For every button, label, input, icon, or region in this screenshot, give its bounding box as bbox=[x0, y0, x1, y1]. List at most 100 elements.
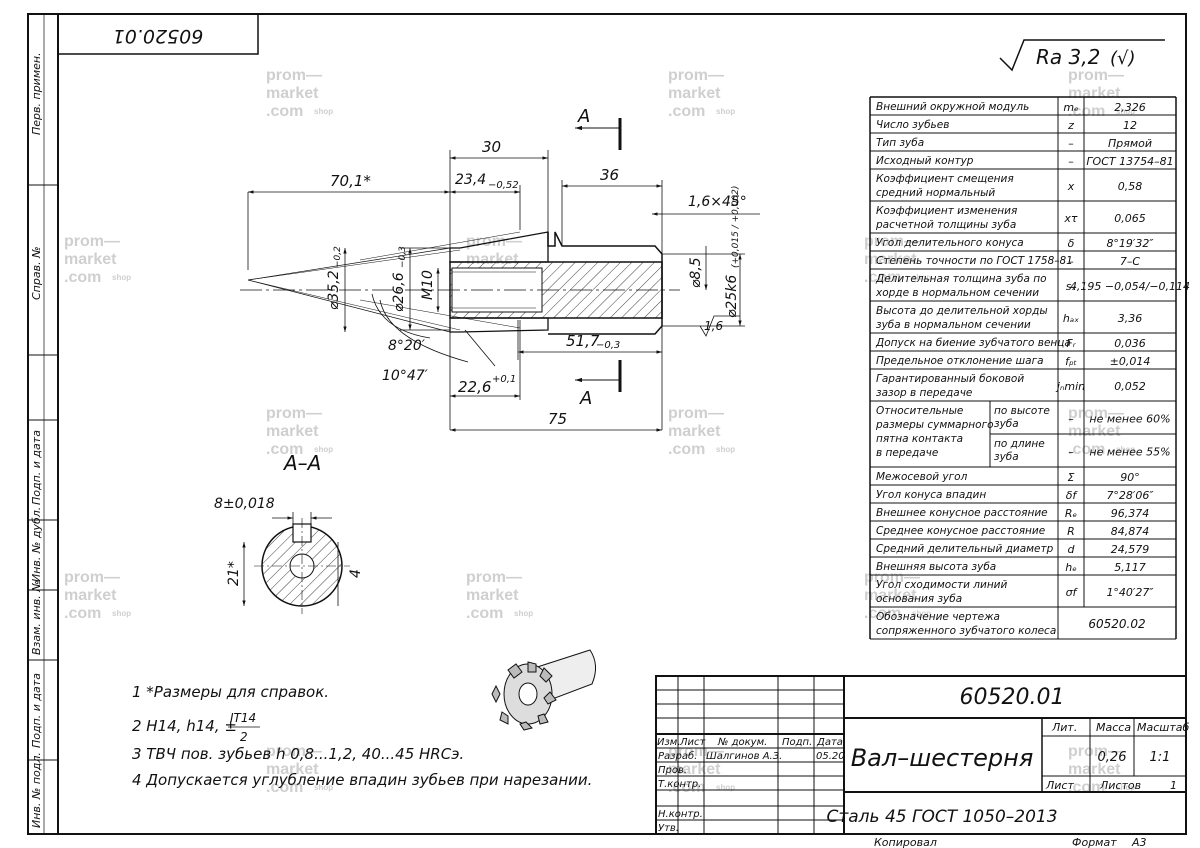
param-value: 1°40′27″ bbox=[1106, 586, 1154, 599]
param-name: Среднее конусное расстояние bbox=[876, 525, 1045, 537]
watermark-text: .com bbox=[864, 605, 901, 622]
dim-dia35-tol: −0,2 bbox=[333, 246, 343, 268]
param-name: Коэффициент изменения bbox=[876, 205, 1017, 217]
scale-label: Масштаб bbox=[1137, 721, 1189, 734]
param-value: Прямой bbox=[1108, 137, 1152, 150]
param-symbol: R bbox=[1067, 525, 1075, 538]
title-block: 60520.01 Вал–шестерня Сталь 45 ГОСТ 1050… bbox=[655, 675, 1189, 835]
param-symbol: xτ bbox=[1063, 212, 1078, 225]
param-name: размеры суммарного bbox=[875, 419, 994, 431]
param-symbol: – bbox=[1068, 255, 1074, 268]
section-letter-top: A bbox=[577, 106, 590, 127]
param-symbol: Fᵣ bbox=[1066, 337, 1076, 350]
param-name: Предельное отклонение шага bbox=[876, 355, 1044, 367]
side-stamp: Перв. примен. Справ. № Подп. и дата Инв.… bbox=[27, 13, 59, 835]
watermark-text: prom— bbox=[668, 405, 724, 422]
dimension-lines bbox=[247, 150, 760, 432]
dim-key-width: 8±0,018 bbox=[214, 496, 275, 512]
scale-value: 1:1 bbox=[1150, 750, 1171, 765]
watermark-text: .com bbox=[864, 269, 901, 286]
mass-value: 0,26 bbox=[1098, 750, 1127, 765]
dim-75: 75 bbox=[548, 410, 567, 428]
sheet-label: Лист bbox=[1045, 779, 1074, 792]
param-symbol: fₚₜ bbox=[1065, 355, 1077, 368]
watermark-shop: shop bbox=[314, 445, 333, 454]
param-symbol: δ bbox=[1068, 237, 1075, 250]
developer-name: Шалгинов А.З. bbox=[706, 751, 782, 762]
param-symbol: hₐₓ bbox=[1063, 312, 1079, 325]
param-name: Гарантированный боковой bbox=[876, 373, 1024, 385]
watermark-text: .com bbox=[1068, 103, 1105, 120]
note-2-den: 2 bbox=[240, 730, 248, 744]
param-value: 24,579 bbox=[1111, 543, 1150, 556]
param-value: 2,326 bbox=[1114, 101, 1146, 114]
watermark-text: prom— bbox=[266, 67, 322, 84]
param-symbol: – bbox=[1068, 446, 1074, 459]
param-name: основания зуба bbox=[876, 593, 962, 605]
param-symbol: hₑ bbox=[1065, 561, 1077, 574]
watermark-text: prom— bbox=[64, 569, 120, 586]
watermark-text: .com bbox=[1068, 441, 1105, 458]
param-name: пятна контакта bbox=[876, 433, 963, 445]
param-name: Высота до делительной хорды bbox=[876, 305, 1048, 317]
watermark-text: market bbox=[1068, 761, 1121, 778]
param-symbol: σf bbox=[1066, 586, 1079, 599]
watermark-text: market bbox=[1068, 85, 1121, 102]
watermark-text: market bbox=[668, 423, 721, 440]
roughness-symbol: Ra 3,2 (√) bbox=[999, 39, 1165, 72]
technical-notes: 1 *Размеры для справок. 2 H14, h14, ± IT… bbox=[132, 683, 592, 789]
stamp-inv-podl: Инв. № подл. bbox=[30, 752, 43, 828]
watermark-text: market bbox=[864, 251, 917, 268]
param-name: Коэффициент смещения bbox=[876, 173, 1014, 185]
watermark-text: .com bbox=[466, 605, 503, 622]
watermark-text: prom— bbox=[266, 743, 322, 760]
param-symbol: Σ bbox=[1068, 471, 1075, 484]
param-value: 3,36 bbox=[1118, 312, 1143, 325]
watermark-text: prom— bbox=[466, 569, 522, 586]
watermark-text: .com bbox=[668, 441, 705, 458]
dim-70: 70,1* bbox=[330, 172, 371, 190]
dim-angle-2: 10°47′ bbox=[382, 368, 429, 384]
param-value: не менее 60% bbox=[1089, 413, 1170, 426]
param-sub-length: зуба bbox=[994, 451, 1019, 463]
dim-rough-local: 1,6 bbox=[704, 319, 723, 333]
param-name: Делительная толщина зуба по bbox=[875, 273, 1047, 285]
param-sub-length: по длине bbox=[994, 438, 1045, 450]
section-markers: A A bbox=[575, 106, 622, 409]
watermark-text: .com bbox=[64, 605, 101, 622]
param-name: Относительные bbox=[876, 405, 963, 417]
param-value: 8°19′32″ bbox=[1106, 237, 1154, 250]
developer-date: 05.20 bbox=[816, 751, 845, 762]
watermark-text: prom— bbox=[864, 233, 920, 250]
param-symbol: jₙmin bbox=[1055, 380, 1085, 393]
dim-22: 22,6 bbox=[458, 378, 491, 396]
section-aa: A–A 8±0,018 21* 4 bbox=[214, 451, 364, 614]
roughness-suffix: (√) bbox=[1110, 48, 1136, 69]
watermark-text: prom— bbox=[64, 233, 120, 250]
param-name: Угол делительного конуса bbox=[876, 237, 1024, 249]
watermark-text: prom— bbox=[266, 405, 322, 422]
watermark-text: market bbox=[64, 587, 117, 604]
param-symbol: – bbox=[1068, 413, 1074, 426]
stamp-inv-dubl: Инв. № дубл. bbox=[30, 507, 43, 582]
watermark-text: market bbox=[466, 587, 519, 604]
watermark-shop: shop bbox=[716, 445, 735, 454]
watermark-text: .com bbox=[668, 103, 705, 120]
param-value: 5,117 bbox=[1114, 561, 1146, 574]
gear-3d-image bbox=[491, 649, 596, 731]
param-symbol: Rₑ bbox=[1065, 507, 1078, 520]
watermark-shop: shop bbox=[1116, 445, 1135, 454]
dim-51-tol: −0,3 bbox=[596, 340, 620, 351]
mirrored-number: 60520.01 bbox=[113, 25, 204, 47]
row-prov: Пров. bbox=[658, 765, 687, 776]
watermark-shop: shop bbox=[716, 107, 735, 116]
param-name: в передаче bbox=[876, 447, 938, 459]
param-sub-height: зуба bbox=[994, 418, 1019, 430]
param-name: Обозначение чертежа bbox=[876, 611, 1000, 623]
param-name: Средний делительный диаметр bbox=[876, 543, 1054, 555]
title-name: Вал–шестерня bbox=[851, 744, 1034, 772]
dim-dia8: ⌀8,5 bbox=[688, 257, 704, 288]
param-name: хорде в нормальном сечении bbox=[875, 287, 1039, 299]
sheets-label: Листов bbox=[1099, 779, 1141, 792]
